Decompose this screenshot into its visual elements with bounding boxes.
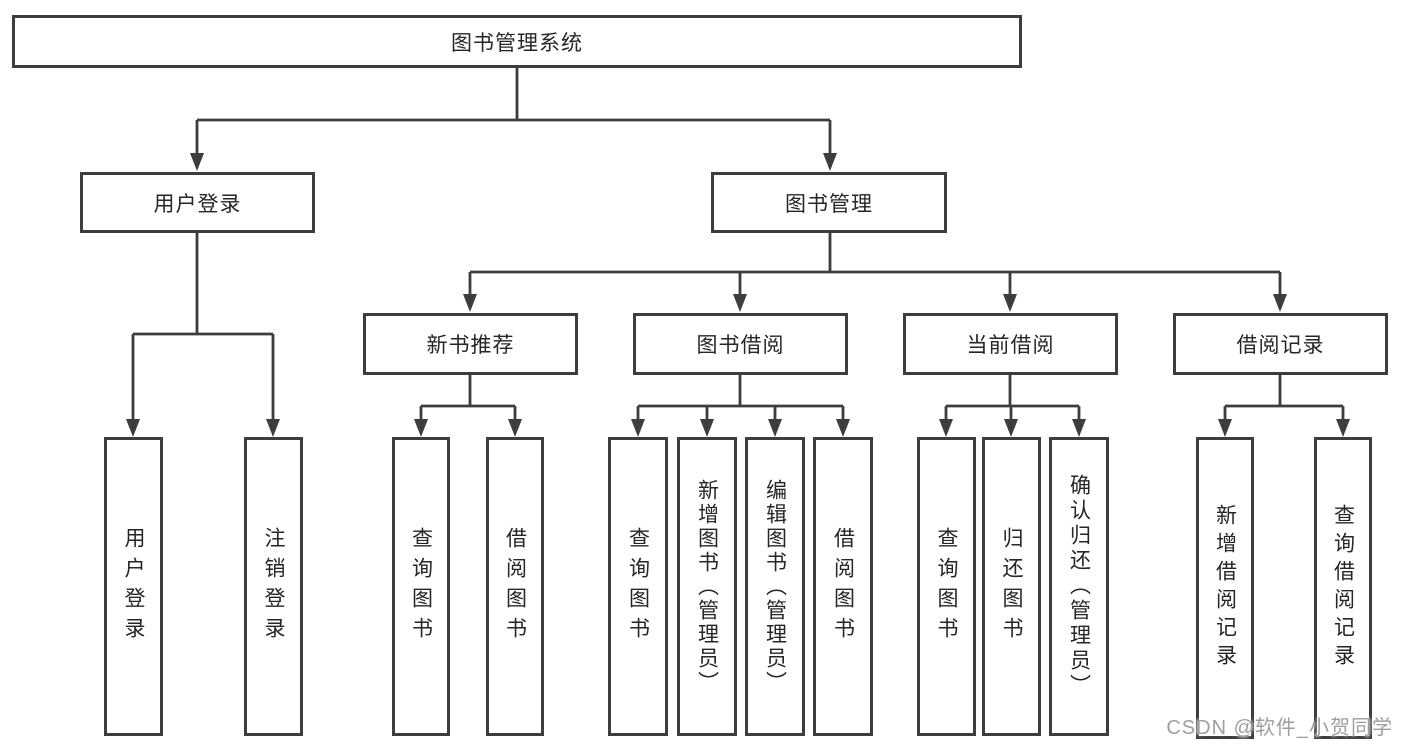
node-new-books: 新书推荐 — [363, 313, 578, 375]
connector-records-to-leaves — [1218, 375, 1350, 437]
connector-root-to-level2 — [190, 67, 837, 171]
connector-current-to-leaves — [939, 375, 1086, 437]
leaf-borrow-query: 查询图书 — [608, 437, 668, 736]
leaf-borrow-edit-admin: 编辑图书（管理员） — [745, 437, 805, 736]
node-book-borrow: 图书借阅 — [633, 313, 848, 375]
connector-bookmgmt-to-level3 — [463, 233, 1287, 312]
node-borrow-records: 借阅记录 — [1173, 313, 1388, 375]
node-user-login: 用户登录 — [80, 172, 315, 233]
csdn-watermark: CSDN @软件_小贺同学 — [1166, 717, 1393, 739]
connector-userlogin-to-leaves — [126, 233, 280, 437]
leaf-newbooks-borrow: 借阅图书 — [486, 437, 544, 736]
connector-borrow-to-leaves — [631, 375, 850, 437]
leaf-user-login: 用户登录 — [104, 437, 163, 736]
leaf-current-return: 归还图书 — [982, 437, 1041, 736]
leaf-borrow-add-admin: 新增图书（管理员） — [677, 437, 737, 736]
node-root: 图书管理系统 — [12, 15, 1022, 68]
leaf-logout: 注销登录 — [244, 437, 303, 736]
node-book-mgmt: 图书管理 — [711, 172, 947, 233]
leaf-current-query: 查询图书 — [917, 437, 976, 736]
leaf-current-confirm-admin: 确认归还（管理员） — [1049, 437, 1109, 736]
leaf-newbooks-query: 查询图书 — [392, 437, 450, 736]
leaf-records-query: 查询借阅记录 — [1314, 437, 1372, 739]
leaf-records-add: 新增借阅记录 — [1196, 437, 1254, 739]
node-current-borrow: 当前借阅 — [903, 313, 1118, 375]
connector-newbooks-to-leaves — [414, 375, 522, 437]
leaf-borrow-borrow: 借阅图书 — [813, 437, 873, 736]
